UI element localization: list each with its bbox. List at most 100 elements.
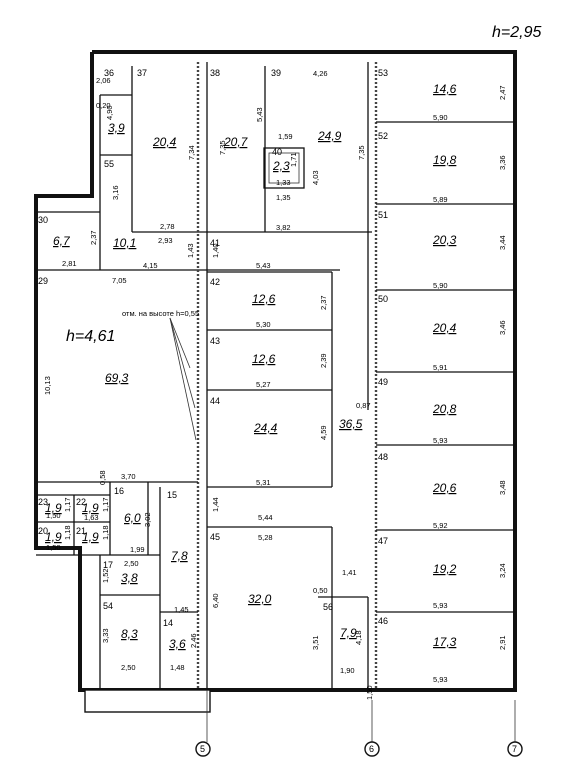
dim: 5,91 [433, 363, 448, 372]
room-36-id: 36 [104, 68, 114, 78]
dim: 1,33 [276, 178, 291, 187]
dim: 5,93 [433, 436, 448, 445]
dim: 3,48 [498, 480, 507, 495]
room-36-area: 3,9 [108, 121, 125, 135]
dim: 1,71 [289, 152, 298, 167]
room-44-area: 24,4 [253, 421, 278, 435]
room-56-area: 7,9 [340, 626, 357, 640]
dim: 1,18 [101, 525, 110, 540]
room-45-area: 32,0 [248, 592, 272, 606]
dim: 1,52 [101, 568, 110, 583]
partitions [36, 62, 515, 690]
room-47-area: 19,2 [433, 562, 457, 576]
room-14-id: 14 [163, 618, 173, 628]
dim: 5,90 [433, 281, 448, 290]
dim: 0,87 [356, 401, 371, 410]
dim: 2,78 [160, 222, 175, 231]
dim: 0,50 [313, 586, 328, 595]
dim: 1,99 [130, 545, 145, 554]
room-50-area: 20,4 [432, 321, 457, 335]
dim: 5,30 [256, 320, 271, 329]
room-labels: 36 3,9 37 20,4 38 20,7 39 24,9 40 2,3 53… [38, 68, 457, 651]
dim: 3,46 [498, 320, 507, 335]
dim: 2,81 [62, 259, 77, 268]
dim: 2,91 [498, 635, 507, 650]
room-51-area: 20,3 [432, 233, 457, 247]
dim: 10,13 [43, 376, 52, 395]
dim: 0,58 [98, 470, 107, 485]
dim: 1,18 [63, 525, 72, 540]
hall-height-label: h=4,61 [66, 328, 115, 345]
dim: 1,50 [365, 685, 374, 700]
dim: 7,34 [187, 145, 196, 160]
dim: 3,02 [143, 512, 152, 527]
room-39-area: 24,9 [317, 129, 342, 143]
dim: 1,40 [211, 243, 220, 258]
dim: 3,51 [311, 635, 320, 650]
room-17-id: 17 [103, 560, 113, 570]
dim: 1,50 [46, 511, 61, 520]
dim: 3,33 [101, 628, 110, 643]
room-20-area: 1,9 [45, 530, 62, 544]
dim: 4,59 [319, 425, 328, 440]
dim: 0,20 [96, 101, 111, 110]
room-40-id: 40 [272, 147, 282, 157]
dim: 1,48 [170, 663, 185, 672]
dim: 7,05 [112, 276, 127, 285]
room-56-id: 56 [323, 602, 333, 612]
dim: 7,35 [218, 140, 227, 155]
room-38-id: 38 [210, 68, 220, 78]
dim: 5,93 [433, 601, 448, 610]
dim: 1,44 [211, 497, 220, 512]
room-38-area: 20,7 [223, 135, 249, 149]
hall-annotation-leaders [169, 317, 197, 441]
ceiling-height-label: h=2,95 [492, 24, 541, 41]
dim: 2,37 [89, 230, 98, 245]
dim: 5,90 [433, 113, 448, 122]
room-54-area: 8,3 [121, 627, 138, 641]
room-37-id: 37 [137, 68, 147, 78]
room-47-id: 47 [378, 536, 388, 546]
dimension-labels: 2,06 0,20 2,47 5,90 3,36 5,89 3,44 5,90 … [43, 69, 507, 700]
axis-markers: 5 6 7 [195, 690, 523, 757]
dim: 5,44 [258, 513, 273, 522]
room-54-id: 54 [103, 601, 113, 611]
room-48-area: 20,6 [432, 481, 457, 495]
room-43-area: 12,6 [252, 352, 276, 366]
dim: 1,41 [342, 568, 357, 577]
room-21-area: 1,9 [82, 530, 99, 544]
dim: 5,43 [256, 261, 271, 270]
room-41-area: 36,5 [339, 417, 363, 431]
room-51-id: 51 [378, 210, 388, 220]
room-44-id: 44 [210, 396, 220, 406]
dim: 3,70 [121, 472, 136, 481]
dim: 2,46 [189, 633, 198, 648]
room-49-id: 49 [378, 377, 388, 387]
room-20-id: 20 [38, 526, 48, 536]
dim: 3,36 [498, 155, 507, 170]
dim: 1,17 [63, 497, 72, 512]
dim: 1,63 [84, 513, 99, 522]
dim: 1,45 [174, 605, 189, 614]
dim: 4,15 [143, 261, 158, 270]
axis-6-label: 6 [369, 744, 374, 754]
room-52-area: 19,8 [433, 153, 457, 167]
room-50-id: 50 [378, 294, 388, 304]
dim: 1,90 [340, 666, 355, 675]
dim: 6,40 [211, 593, 220, 608]
room-15-id: 15 [167, 490, 177, 500]
dim: 5,43 [255, 107, 264, 122]
dim: 1,50 [46, 543, 61, 552]
dim: 5,93 [433, 675, 448, 684]
dim: 4,03 [311, 170, 320, 185]
dim: 5,27 [256, 380, 271, 389]
room-42-id: 42 [210, 277, 220, 287]
dim: 2,37 [319, 295, 328, 310]
room-22-area: 1,9 [82, 501, 99, 515]
dim: 1,35 [276, 193, 291, 202]
room-37-area: 20,4 [152, 135, 177, 149]
dim: 1,59 [278, 132, 293, 141]
dim: 5,31 [256, 478, 271, 487]
outer-walls [34, 50, 517, 713]
room-40-area: 2,3 [272, 159, 290, 173]
